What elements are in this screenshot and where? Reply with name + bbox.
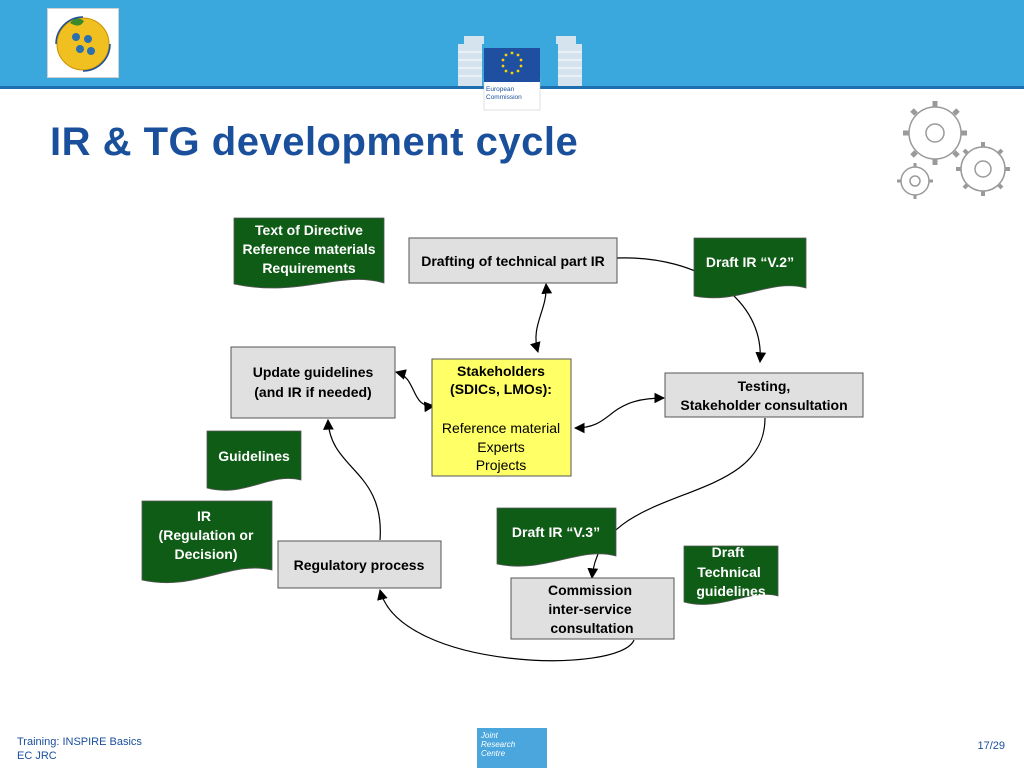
stakeholders-line1: Stakeholders <box>457 363 545 379</box>
regulatory-label: Regulatory process <box>294 557 425 573</box>
directive-line1: Text of Directive <box>255 222 363 238</box>
testing-line2: Stakeholder consultation <box>680 397 847 413</box>
testing-line1: Testing, <box>738 378 791 394</box>
directive-line2: Reference materials <box>242 241 375 257</box>
box-update-line1: Update guidelines <box>253 364 374 380</box>
arrow-drafting-stakeholders <box>530 282 553 354</box>
ec-logo-line2: Commission <box>486 94 522 101</box>
jrc-logo-line1: Joint <box>481 731 498 740</box>
stakeholders-line2: (SDICs, LMOs): <box>450 381 552 397</box>
draft-v3-label: Draft IR “V.3” <box>512 524 600 540</box>
stakeholders-line3: Reference material <box>442 420 560 436</box>
jrc-logo-line3: Centre <box>481 749 506 758</box>
tech-guidelines-line3: guidelines <box>696 583 765 599</box>
box-update-line2: (and IR if needed) <box>254 384 371 400</box>
page-number: 17/29 <box>977 740 1005 752</box>
box-stakeholders: Stakeholders (SDICs, LMOs): Reference ma… <box>431 358 572 477</box>
doc-text-of-directive: Text of Directive Reference materials Re… <box>233 217 385 289</box>
box-regulatory: Regulatory process <box>277 540 442 589</box>
commission-line3: consultation <box>550 620 633 636</box>
footer-training: Training: INSPIRE Basics <box>17 736 142 748</box>
doc-draft-v3: Draft IR “V.3” <box>496 507 617 567</box>
ir-line3: Decision) <box>174 546 237 562</box>
box-update-guidelines: Update guidelines (and IR if needed) <box>230 346 396 419</box>
arrow-commission-to-regulatory <box>377 588 635 662</box>
jrc-logo-line2: Research <box>481 740 516 749</box>
page-title: IR & TG development cycle <box>50 120 579 164</box>
stakeholders-line4: Experts <box>477 439 524 455</box>
ir-line2: (Regulation or <box>159 527 254 543</box>
footer-org: EC JRC <box>17 750 57 762</box>
doc-draft-technical-guidelines: Draft Technical guidelines <box>683 544 779 605</box>
gears-icon <box>893 93 1013 205</box>
tech-guidelines-line1: Draft <box>712 544 745 560</box>
doc-guidelines: Guidelines <box>206 430 302 491</box>
directive-line3: Requirements <box>262 260 356 276</box>
footer-info: Training: INSPIRE Basics EC JRC <box>17 735 142 763</box>
arrow-stakeholders-update <box>394 369 436 413</box>
box-drafting-label: Drafting of technical part IR <box>421 253 605 269</box>
guidelines-label: Guidelines <box>218 448 290 464</box>
commission-line2: inter-service <box>548 601 631 617</box>
stakeholders-line5: Projects <box>476 457 527 473</box>
ir-line1: IR <box>197 508 211 524</box>
arrow-regulatory-to-update <box>323 418 381 541</box>
arrow-stakeholders-testing <box>573 392 666 434</box>
ec-logo-line1: European <box>486 86 515 93</box>
doc-draft-v2: Draft IR “V.2” <box>693 237 807 299</box>
doc-ir-regulation: IR (Regulation or Decision) <box>141 500 273 584</box>
commission-line1: Commission <box>548 582 632 598</box>
draft-v2-label: Draft IR “V.2” <box>706 254 794 270</box>
european-commission-logo: European Commission <box>458 22 582 112</box>
inspire-logo <box>47 8 119 78</box>
box-testing: Testing, Stakeholder consultation <box>664 372 864 418</box>
box-commission: Commission inter-service consultation <box>510 577 675 640</box>
tech-guidelines-line2: Technical <box>697 564 761 580</box>
jrc-logo: Joint Research Centre <box>477 728 547 768</box>
box-drafting: Drafting of technical part IR <box>408 237 618 284</box>
